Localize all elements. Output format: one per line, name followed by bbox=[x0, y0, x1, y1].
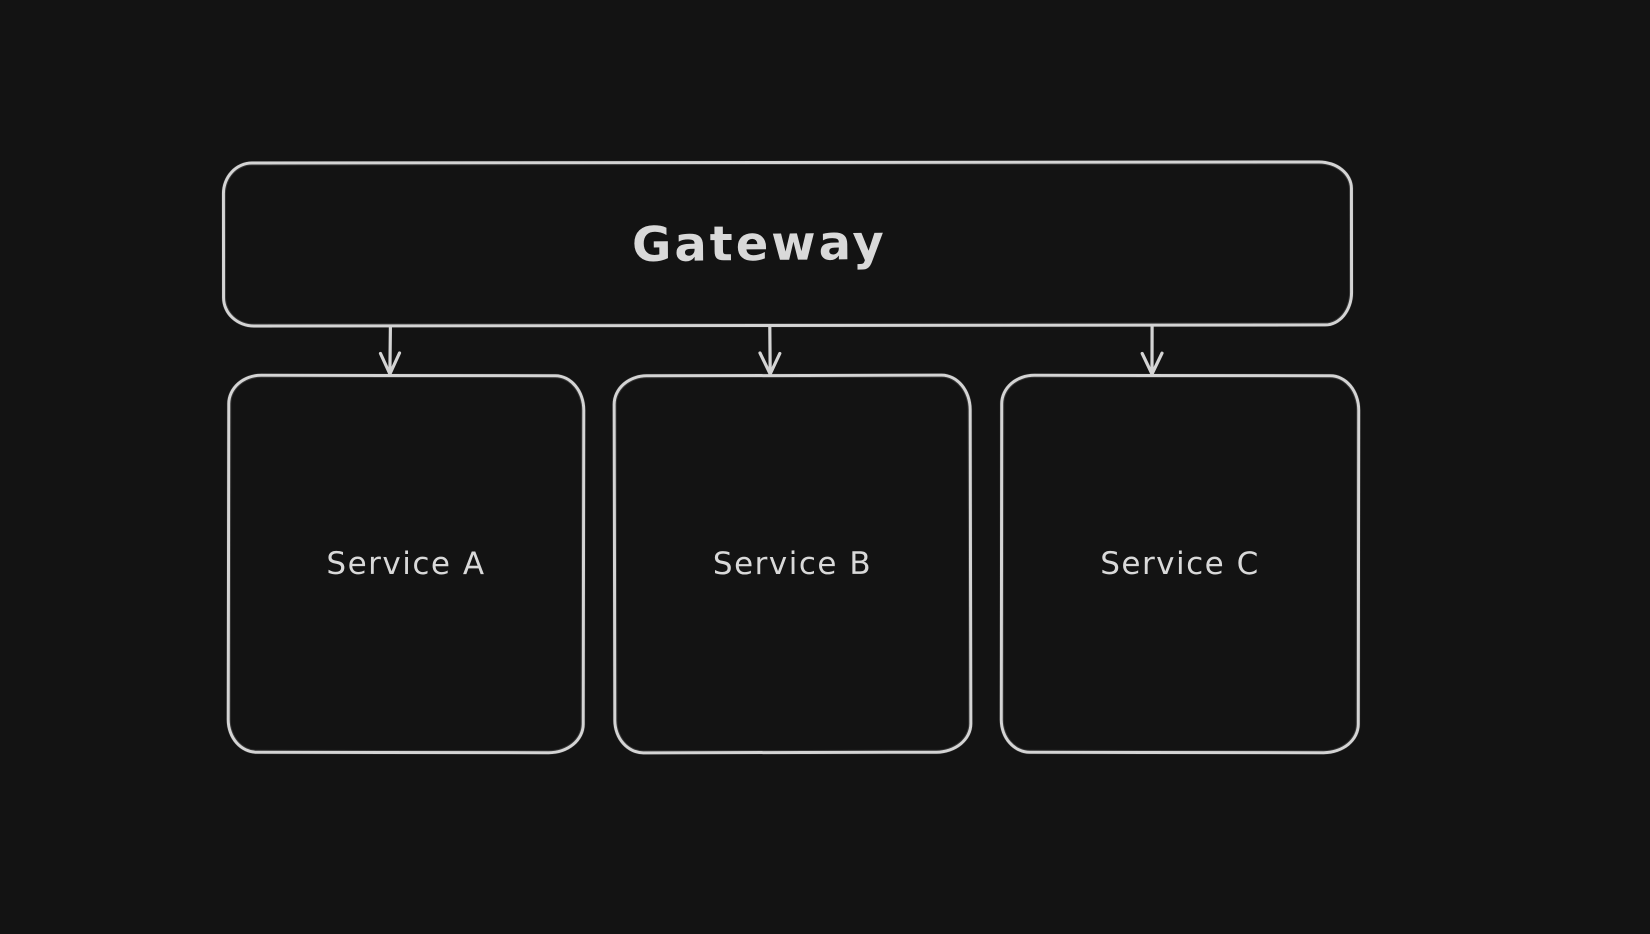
service-b-node-label: Service B bbox=[712, 545, 873, 583]
service-a-node-label: Service A bbox=[326, 545, 486, 583]
arrowhead-icon bbox=[1140, 351, 1164, 376]
service-c-node-label: Service C bbox=[1100, 545, 1260, 583]
gateway-node-label: Gateway bbox=[631, 215, 888, 274]
service-a-node[interactable]: Service A bbox=[226, 373, 586, 755]
arrow-gateway-to-service-c[interactable] bbox=[1137, 326, 1167, 376]
arrowhead-icon bbox=[758, 351, 782, 376]
service-b-node[interactable]: Service B bbox=[612, 373, 973, 755]
arrow-gateway-to-service-a[interactable] bbox=[375, 326, 405, 376]
service-c-node[interactable]: Service C bbox=[999, 373, 1361, 755]
arrow-gateway-to-service-b[interactable] bbox=[755, 326, 785, 376]
arrow-shaft bbox=[388, 326, 392, 375]
gateway-node[interactable]: Gateway bbox=[221, 160, 1354, 328]
arrowhead-icon bbox=[378, 351, 402, 376]
